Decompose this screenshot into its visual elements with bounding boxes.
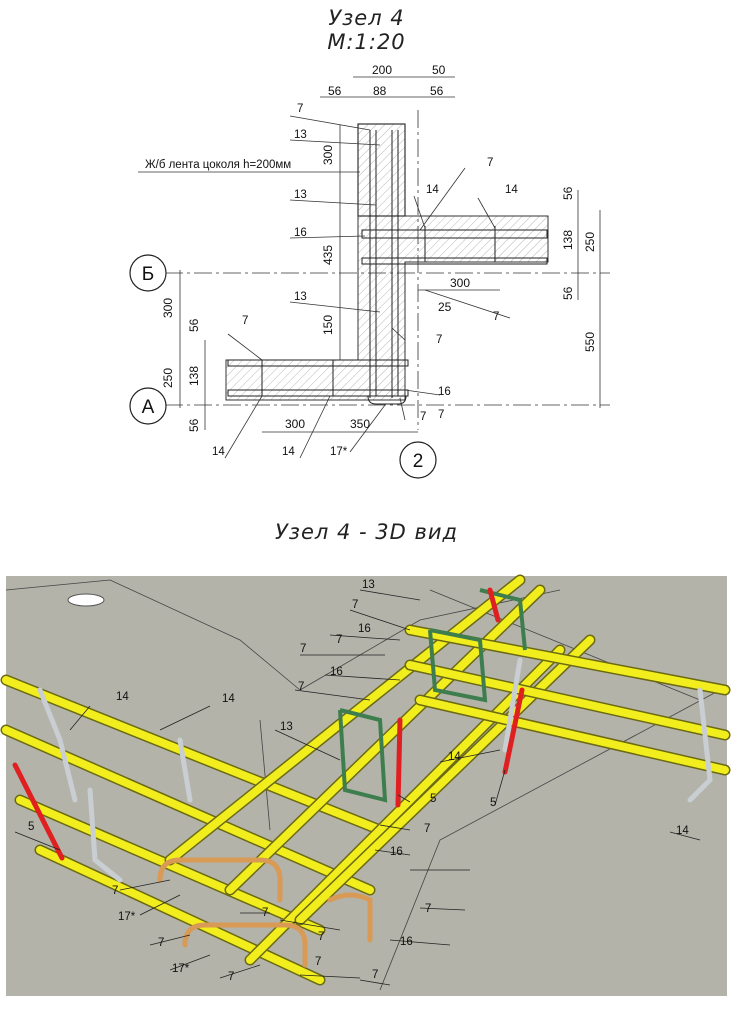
view3d-title: Узел 4 - 3D вид [274,520,459,544]
svg-text:7: 7 [297,103,303,115]
svg-text:7: 7 [436,334,442,346]
svg-text:7: 7 [352,599,358,611]
svg-text:56: 56 [430,84,444,98]
svg-text:7: 7 [318,931,324,943]
svg-text:7: 7 [487,157,493,169]
svg-text:14: 14 [448,751,461,763]
svg-text:16: 16 [330,666,343,678]
svg-text:50: 50 [432,63,446,77]
svg-text:56: 56 [561,286,575,300]
svg-text:14: 14 [222,693,235,705]
axis-bubble-b: Б [129,254,167,292]
section-drawing: Б А 2 Ж/б лента цоколя h=200мм 200 50 56… [129,63,610,479]
svg-text:17*: 17* [118,911,136,923]
svg-text:550: 550 [583,332,597,352]
svg-text:300: 300 [450,276,470,290]
svg-text:14: 14 [505,184,518,196]
axis-lines [165,110,610,430]
pipe-hole [67,593,105,607]
svg-text:16: 16 [358,623,371,635]
rebar-green-stirrups [338,588,527,803]
ground-plane [6,576,727,996]
svg-text:13: 13 [294,291,307,303]
svg-text:7: 7 [424,823,430,835]
svg-text:14: 14 [676,825,689,837]
axis-bubble-a: А [129,387,167,425]
svg-text:56: 56 [187,418,201,432]
svg-text:435: 435 [321,245,335,265]
svg-text:56: 56 [187,318,201,332]
rebar-orange-ubars [157,857,373,968]
rebar-yellow-right [404,624,731,776]
svg-text:88: 88 [373,84,387,98]
view3d-marks: 13 7 7 16 7 16 7 14 14 13 14 5 5 5 7 16 … [28,579,689,983]
svg-text:56: 56 [561,186,575,200]
svg-text:16: 16 [294,227,307,239]
svg-text:7: 7 [420,411,426,423]
svg-text:17*: 17* [172,963,190,975]
position-marks: 7 13 13 16 13 7 14 14 7 7 7 16 7 7 14 14… [212,103,518,458]
svg-text:25: 25 [438,300,452,314]
svg-text:7: 7 [438,409,444,421]
svg-text:5: 5 [490,797,496,809]
svg-text:13: 13 [294,189,307,201]
svg-text:7: 7 [298,681,304,693]
view3d-leaders [14,589,701,986]
svg-text:300: 300 [321,145,335,165]
svg-text:250: 250 [161,368,175,388]
svg-text:13: 13 [280,721,293,733]
svg-text:13: 13 [362,579,375,591]
svg-text:13: 13 [294,129,307,141]
rebar-lines [227,130,548,405]
svg-text:138: 138 [187,366,201,386]
svg-text:56: 56 [328,84,342,98]
rebar-yellow-left [0,674,386,986]
svg-text:7: 7 [158,937,164,949]
svg-text:14: 14 [212,446,225,458]
svg-text:14: 14 [116,691,129,703]
svg-text:300: 300 [161,298,175,318]
svg-text:17*: 17* [330,446,348,458]
formwork-lines [5,579,721,991]
svg-text:А: А [142,397,155,418]
rebar-yellow-main [164,574,596,966]
svg-text:14: 14 [282,446,295,458]
svg-text:200: 200 [372,63,392,77]
leader-lines [138,115,511,459]
svg-text:5: 5 [28,821,34,833]
rebar-grey-stirrups [37,657,713,883]
svg-text:16: 16 [400,936,413,948]
svg-text:5: 5 [430,793,436,805]
svg-text:7: 7 [493,311,499,323]
svg-text:16: 16 [438,386,451,398]
svg-text:7: 7 [315,956,321,968]
rebar-red [12,587,525,861]
svg-text:16: 16 [390,846,403,858]
scale-title: М:1:20 [327,30,406,54]
svg-text:2: 2 [413,451,424,472]
dimension-lines [179,76,601,433]
axis-bubble-2: 2 [399,441,437,479]
svg-text:7: 7 [300,643,306,655]
svg-text:150: 150 [321,315,335,335]
svg-text:7: 7 [425,903,431,915]
svg-text:14: 14 [426,184,439,196]
svg-text:138: 138 [561,230,575,250]
svg-text:7: 7 [262,907,268,919]
node-title: Узел 4 [328,6,405,30]
svg-text:300: 300 [285,417,305,431]
svg-text:250: 250 [583,232,597,252]
svg-text:7: 7 [372,969,378,981]
svg-text:7: 7 [112,885,118,897]
svg-text:Б: Б [142,264,154,285]
svg-text:7: 7 [336,634,342,646]
svg-text:7: 7 [228,971,234,983]
svg-text:350: 350 [350,417,370,431]
svg-text:7: 7 [242,315,248,327]
dimension-texts: 200 50 56 88 56 300 435 150 300 56 250 1… [161,63,597,432]
section-note: Ж/б лента цоколя h=200мм [145,159,291,171]
